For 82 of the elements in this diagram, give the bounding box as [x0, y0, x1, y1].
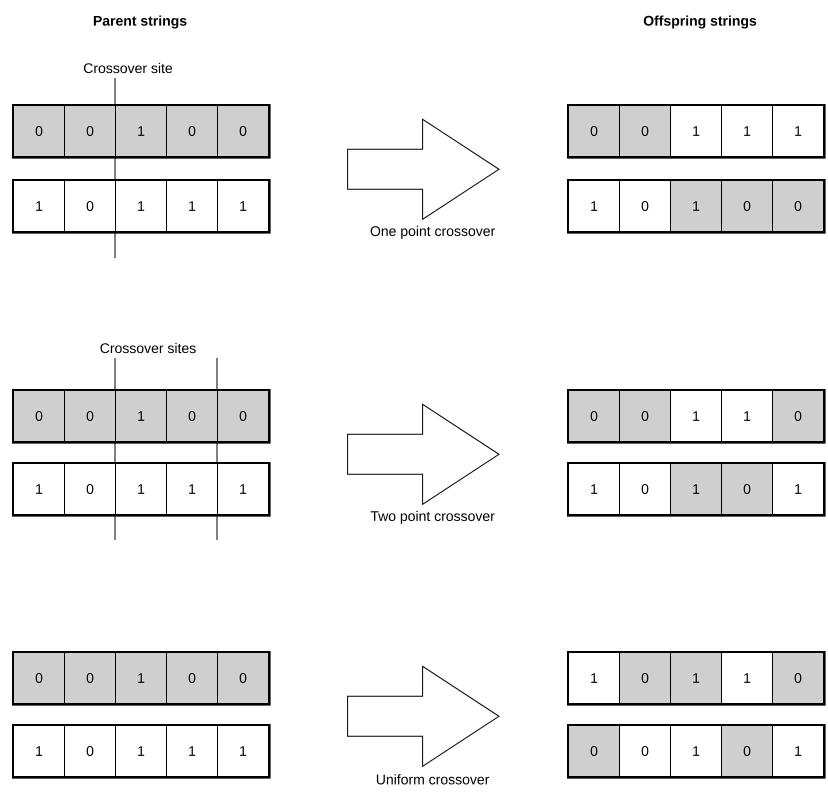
- bit-cell: 0: [619, 390, 671, 442]
- bit-cell: 1: [670, 180, 722, 232]
- edge-label: One point crossover: [368, 224, 496, 240]
- bit-cell: 0: [568, 105, 620, 157]
- column-heading: Offspring strings: [644, 15, 756, 29]
- bit-cell: 0: [64, 725, 116, 777]
- bit-cell: 1: [166, 725, 218, 777]
- bit-cell: 0: [568, 390, 620, 442]
- bit-cell: 0: [13, 105, 65, 157]
- bit-cell: 0: [64, 105, 116, 157]
- bit-cell: 0: [772, 652, 824, 704]
- site-label: Crossover site: [84, 62, 172, 74]
- bit-cell: 1: [217, 725, 269, 777]
- bit-cell: 0: [64, 180, 116, 232]
- bit-string: [567, 651, 826, 706]
- bit-cell: 1: [115, 105, 167, 157]
- bit-cell: 0: [166, 652, 218, 704]
- block-arrow: [347, 665, 500, 768]
- bit-cell: 1: [670, 652, 722, 704]
- bit-cell: 0: [13, 390, 65, 442]
- bit-cell: 1: [13, 725, 65, 777]
- bit-string: [567, 104, 826, 159]
- bit-cell: 0: [619, 652, 671, 704]
- bit-cell: 0: [721, 725, 773, 777]
- bit-cell: 0: [721, 180, 773, 232]
- bit-cell: 1: [115, 725, 167, 777]
- bit-string: [12, 724, 271, 779]
- bit-cell: 1: [670, 105, 722, 157]
- bit-cell: 1: [721, 390, 773, 442]
- block-arrow: [347, 403, 500, 506]
- bit-cell: 0: [721, 463, 773, 515]
- bit-string: [12, 179, 271, 234]
- bit-cell: 0: [772, 180, 824, 232]
- column-heading: Parent strings: [94, 15, 186, 29]
- bit-string: [12, 462, 271, 517]
- bit-cell: 0: [166, 390, 218, 442]
- bit-cell: 1: [670, 725, 722, 777]
- bit-string: [567, 389, 826, 444]
- edge-label: Uniform crossover: [374, 773, 490, 786]
- bit-cell: 1: [568, 652, 620, 704]
- bit-string: [12, 104, 271, 159]
- bit-cell: 1: [166, 180, 218, 232]
- bit-cell: 0: [166, 105, 218, 157]
- bit-string: [12, 389, 271, 444]
- bit-cell: 0: [619, 463, 671, 515]
- bit-cell: 0: [619, 105, 671, 157]
- bit-cell: 1: [115, 463, 167, 515]
- bit-cell: 1: [670, 463, 722, 515]
- bit-cell: 0: [568, 725, 620, 777]
- bit-cell: 1: [721, 652, 773, 704]
- bit-cell: 0: [64, 463, 116, 515]
- bit-string: [567, 462, 826, 517]
- block-arrow: [347, 118, 500, 220]
- bit-cell: 0: [772, 390, 824, 442]
- edge-label: Two point crossover: [369, 510, 496, 525]
- bit-cell: 1: [115, 390, 167, 442]
- bit-cell: 1: [115, 652, 167, 704]
- bit-cell: 1: [772, 105, 824, 157]
- bit-cell: 0: [217, 390, 269, 442]
- site-label: Crossover sites: [100, 342, 196, 354]
- bit-cell: 1: [670, 390, 722, 442]
- bit-cell: 0: [13, 652, 65, 704]
- bit-cell: 1: [13, 180, 65, 232]
- bit-string: [567, 179, 826, 234]
- bit-cell: 0: [619, 180, 671, 232]
- bit-cell: 1: [721, 105, 773, 157]
- bit-string: [12, 651, 271, 706]
- bit-cell: 1: [772, 725, 824, 777]
- bit-cell: 1: [772, 463, 824, 515]
- bit-cell: 0: [217, 105, 269, 157]
- bit-cell: 1: [166, 463, 218, 515]
- bit-string: [567, 724, 826, 779]
- bit-cell: 1: [568, 180, 620, 232]
- bit-cell: 0: [217, 652, 269, 704]
- bit-cell: 1: [568, 463, 620, 515]
- bit-cell: 1: [115, 180, 167, 232]
- bit-cell: 0: [619, 725, 671, 777]
- bit-cell: 0: [64, 390, 116, 442]
- bit-cell: 1: [217, 180, 269, 232]
- bit-cell: 1: [13, 463, 65, 515]
- bit-cell: 0: [64, 652, 116, 704]
- bit-cell: 1: [217, 463, 269, 515]
